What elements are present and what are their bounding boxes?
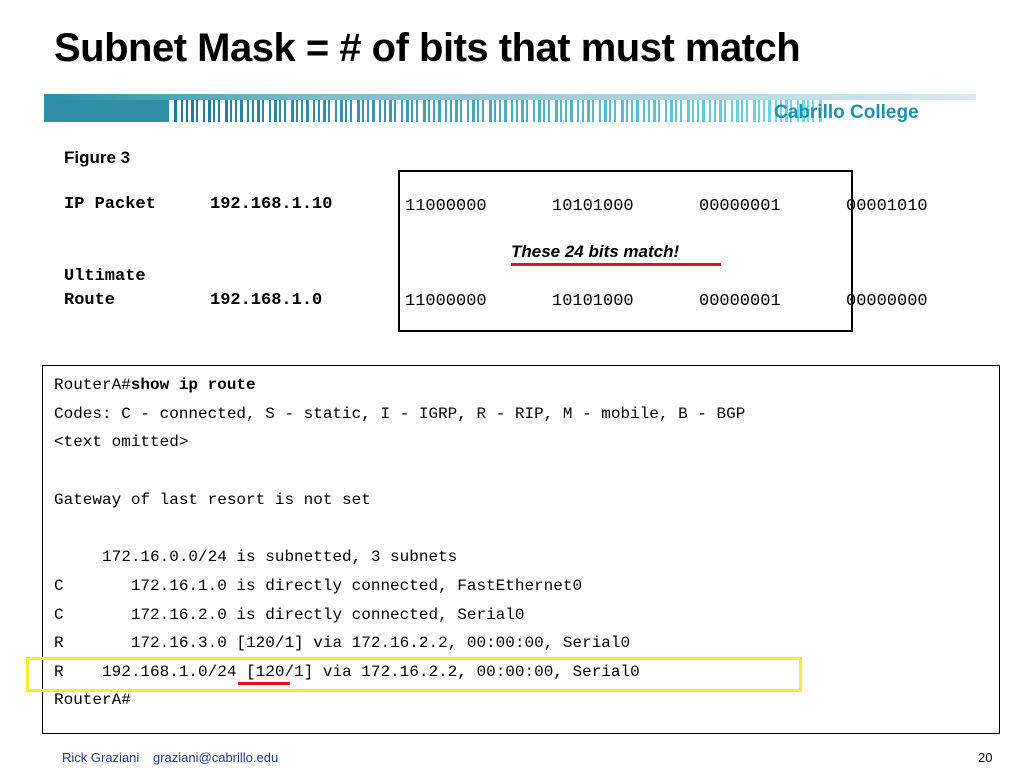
route-address: 192.168.1.0 — [210, 291, 323, 310]
route-octet-3: 00000001 — [699, 292, 781, 311]
ip-octet-4: 00001010 — [846, 197, 928, 216]
ip-packet-label: IP Packet — [64, 195, 156, 214]
route-label-line2: Route — [64, 291, 116, 310]
college-logo-text: Cabrillo College — [774, 102, 919, 123]
binary-comparison-box — [398, 170, 853, 332]
route-code: R — [54, 663, 64, 681]
highlighted-route-line: R 192.168.1.0/24 [120/1] via 172.16.2.2,… — [54, 663, 640, 681]
router-output-line: 172.16.0.0/24 is subnetted, 3 subnets — [54, 548, 458, 566]
route-highlight-box — [26, 657, 802, 692]
page-number: 20 — [978, 750, 993, 765]
route-label-line1: Ultimate — [64, 267, 146, 286]
route-octet-4: 00000000 — [846, 292, 928, 311]
router-output-line: C 172.16.1.0 is directly connected, Fast… — [54, 577, 583, 595]
ip-octet-3: 00000001 — [699, 197, 781, 216]
header-decoration-bar — [44, 94, 976, 122]
router-output-panel — [42, 365, 1000, 734]
router-prompt: RouterA# — [54, 376, 131, 394]
router-output-line: R 172.16.3.0 [120/1] via 172.16.2.2, 00:… — [54, 634, 631, 652]
route-prefix: /24 — [207, 663, 237, 681]
route-network: 192.168.1.0 — [102, 663, 208, 681]
ip-octet-1: 11000000 — [405, 197, 487, 216]
figure-label: Figure 3 — [64, 148, 131, 167]
prefix-underline — [238, 682, 290, 685]
router-command-line: RouterA#show ip route — [54, 376, 256, 394]
router-command: show ip route — [130, 376, 256, 394]
match-note-underline — [511, 263, 721, 266]
route-octet-1: 11000000 — [405, 292, 487, 311]
route-details: [120/1] via 172.16.2.2, 00:00:00, Serial… — [236, 663, 640, 681]
router-end-prompt: RouterA# — [54, 691, 131, 709]
slide-title: Subnet Mask = # of bits that must match — [54, 26, 801, 70]
footer-email: graziani@cabrillo.edu — [153, 750, 279, 765]
ip-packet-address: 192.168.1.10 — [210, 195, 333, 214]
router-output-line: <text omitted> — [54, 433, 189, 451]
ip-octet-2: 10101000 — [552, 197, 634, 216]
route-octet-2: 10101000 — [552, 292, 634, 311]
router-output-line: Codes: C - connected, S - static, I - IG… — [54, 405, 746, 423]
match-note: These 24 bits match! — [511, 242, 680, 261]
router-output-line: C 172.16.2.0 is directly connected, Seri… — [54, 606, 525, 624]
footer-author: Rick Graziani — [62, 750, 140, 765]
router-output-line: Gateway of last resort is not set — [54, 491, 371, 509]
